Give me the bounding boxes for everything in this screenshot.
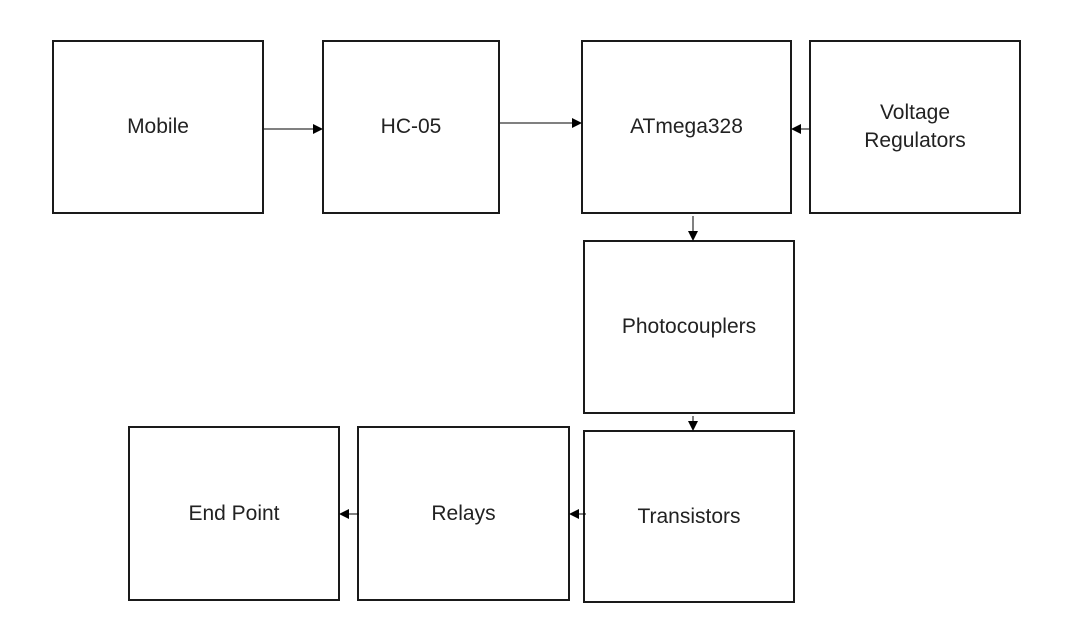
node-transistors: Transistors [583,430,795,603]
node-hc05: HC-05 [322,40,500,214]
node-label: Transistors [637,504,741,528]
node-voltage-regulators: Voltage Regulators [809,40,1021,214]
node-relays: Relays [357,426,570,601]
node-label: Relays [431,501,496,525]
node-label: HC-05 [380,115,442,138]
node-atmega328: ATmega328 [581,40,792,214]
node-label: Voltage Regulators [864,101,966,152]
node-label: Mobile [127,115,189,138]
node-mobile: Mobile [52,40,264,214]
node-photocouplers: Photocouplers [583,240,795,414]
node-label: ATmega328 [630,115,743,138]
node-label: Photocouplers [621,315,757,338]
node-label: End Point [188,501,280,525]
node-end-point: End Point [128,426,340,601]
